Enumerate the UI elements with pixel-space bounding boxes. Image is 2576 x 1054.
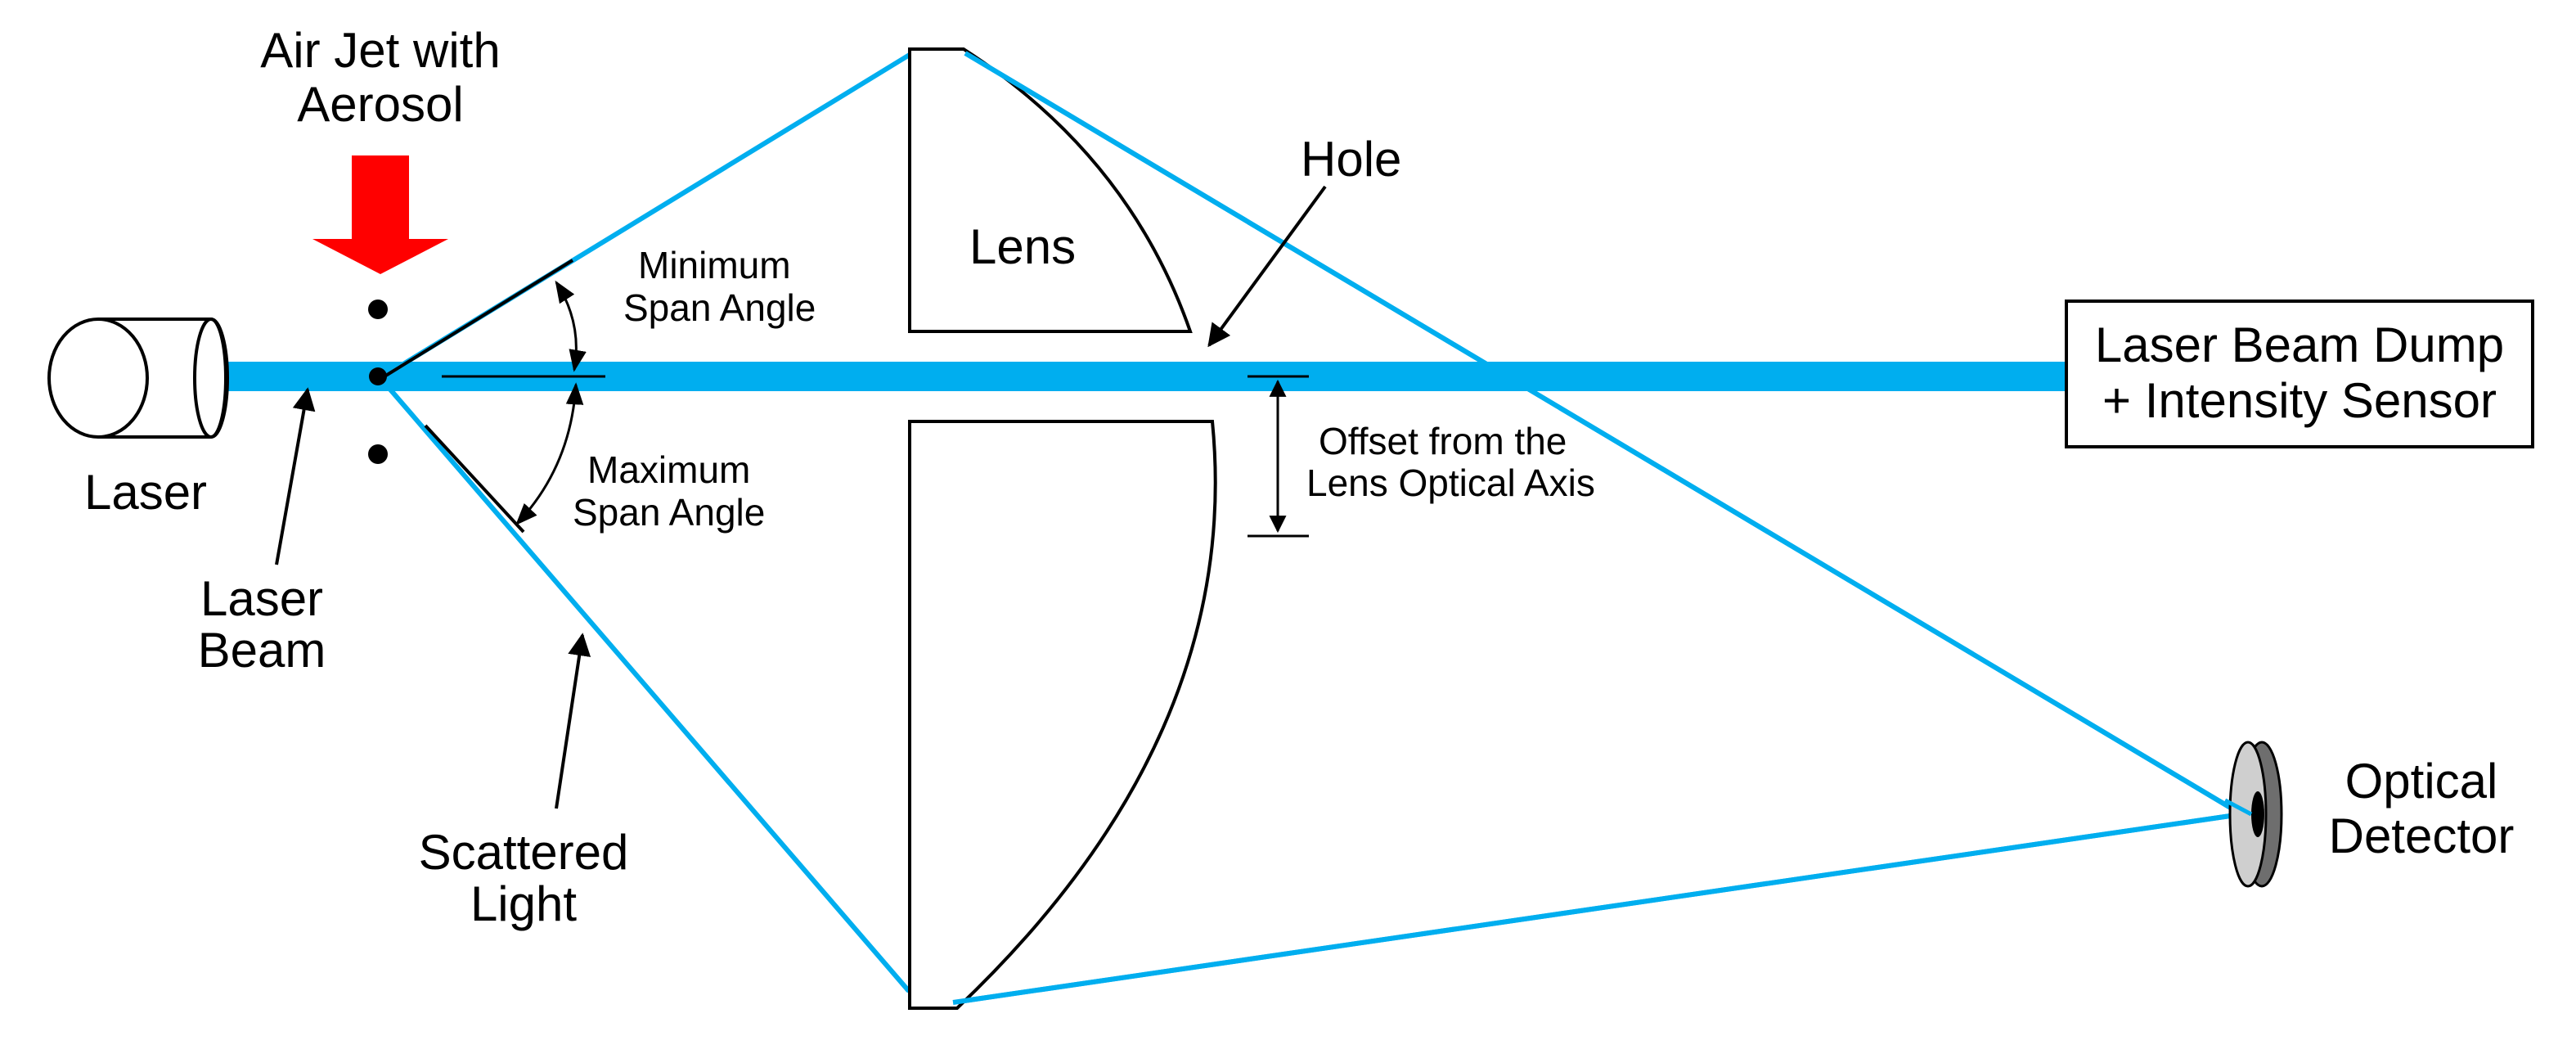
laser-label: Laser <box>84 465 207 520</box>
detector-ray-top <box>2223 798 2253 817</box>
offset-label-line1: Offset from the <box>1319 420 1567 462</box>
min-span-label-line1: Minimum <box>638 244 791 286</box>
max-span-angle-arc <box>515 382 584 525</box>
beam-dump-label-line2: + Intensity Sensor <box>2102 373 2497 428</box>
lens-lower <box>908 420 1217 1010</box>
scattered-light-pointer <box>555 633 591 809</box>
air-jet-label-line2: Aerosol <box>297 77 463 132</box>
max-angle-edge <box>424 424 525 534</box>
air-jet-arrow <box>312 155 448 274</box>
lens-label: Lens <box>969 219 1076 274</box>
aerosol-particle-bottom <box>368 444 388 464</box>
beam-dump-label-line1: Laser Beam Dump <box>2095 318 2504 372</box>
scattered-light-label-line2: Light <box>470 876 577 931</box>
laser-beam-pointer <box>275 387 316 565</box>
aerosol-particle-top <box>368 300 388 319</box>
hole-label: Hole <box>1301 132 1401 187</box>
beam-dump-box <box>2065 300 2534 448</box>
detector-label-line2: Detector <box>2329 809 2515 863</box>
laser-beam-label-line1: Laser <box>200 571 323 626</box>
laser-device <box>47 318 229 439</box>
scattered-light-overlay <box>964 51 2243 817</box>
air-jet-label-line1: Air Jet with <box>260 23 500 78</box>
lens-upper <box>908 47 1193 333</box>
scattered-light-label-line1: Scattered <box>419 825 629 880</box>
scattered-light-overlay-lower <box>952 812 2242 1005</box>
max-span-label-line1: Maximum <box>587 448 750 491</box>
optical-detector <box>2228 741 2283 888</box>
min-span-label-line2: Span Angle <box>623 286 816 329</box>
max-span-label-line2: Span Angle <box>573 491 765 534</box>
detector-label-line1: Optical <box>2345 754 2498 809</box>
hole-pointer <box>1207 185 1327 348</box>
min-angle-edge <box>383 259 574 378</box>
min-span-angle-arc <box>555 280 587 372</box>
laser-beam-label-line2: Beam <box>198 623 326 678</box>
aerosol-particle-center <box>369 367 387 385</box>
offset-dimension <box>1248 375 1309 538</box>
offset-label-line2: Lens Optical Axis <box>1306 462 1595 504</box>
